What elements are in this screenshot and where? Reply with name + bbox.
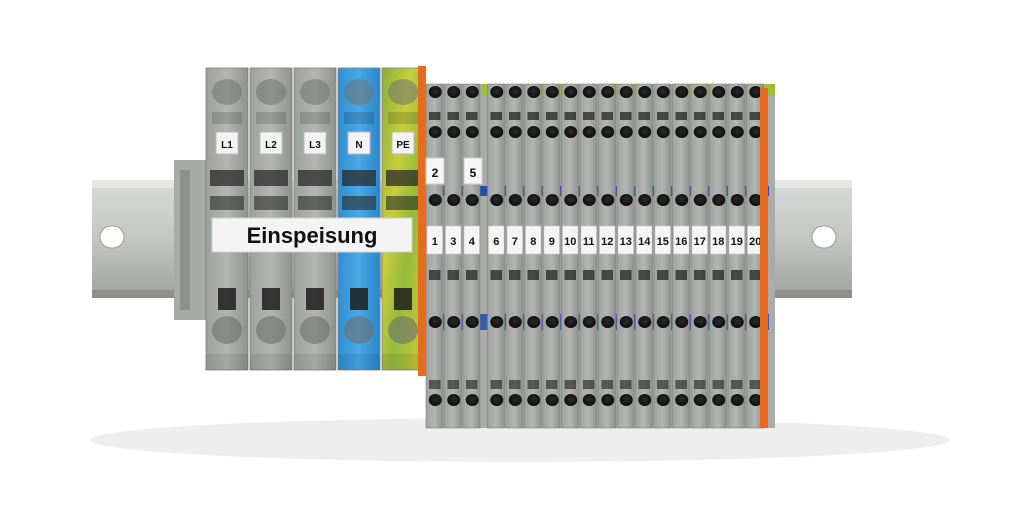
terminal-16: 16 xyxy=(672,83,690,429)
terminal-7: 7 xyxy=(505,83,524,429)
terminal-number: 18 xyxy=(712,236,724,248)
shadow xyxy=(90,418,950,462)
terminal-10: 10 xyxy=(561,83,579,429)
terminal-4: 4 xyxy=(462,83,481,429)
feed-label-l1: L1 xyxy=(221,140,233,151)
terminal-number: 16 xyxy=(675,236,687,248)
terminal-number: 20 xyxy=(749,236,761,248)
marker-5: 5 xyxy=(470,166,477,180)
banner-text: Einspeisung xyxy=(247,223,378,248)
feed-label-l3: L3 xyxy=(309,140,321,151)
upper-bridge xyxy=(426,186,769,196)
terminal-14: 14 xyxy=(635,83,653,429)
terminal-number: 15 xyxy=(657,236,669,248)
feed-label-pe: PE xyxy=(396,140,410,151)
terminal-number: 12 xyxy=(601,236,613,248)
terminal-6: 6 xyxy=(487,83,505,429)
marker-2: 2 xyxy=(432,166,439,180)
terminal-number: 9 xyxy=(549,236,555,248)
terminal-number: 6 xyxy=(493,236,499,248)
terminal-18: 18 xyxy=(709,83,727,429)
terminal-number: 14 xyxy=(638,236,651,248)
terminal-number: 19 xyxy=(731,236,743,248)
terminal-17: 17 xyxy=(690,83,709,429)
terminal-9: 9 xyxy=(542,83,561,429)
terminal-8: 8 xyxy=(524,83,542,429)
terminal-13: 13 xyxy=(616,83,635,429)
terminal-number: 10 xyxy=(564,236,576,248)
terminal-19: 19 xyxy=(727,83,746,429)
terminal-number: 4 xyxy=(469,236,476,248)
terminal-number: 7 xyxy=(512,236,518,248)
end-bracket xyxy=(174,160,210,320)
terminal-12: 12 xyxy=(598,83,616,429)
terminal-11: 11 xyxy=(579,83,598,429)
feed-label-l2: L2 xyxy=(265,140,277,151)
terminal-number: 8 xyxy=(530,236,536,248)
einspeisung-banner: Einspeisung xyxy=(211,217,413,253)
feed-label-n: N xyxy=(355,140,362,151)
terminal-3: 3 xyxy=(444,83,462,429)
orange-end-plate xyxy=(418,66,768,428)
terminal-15: 15 xyxy=(653,83,672,429)
upper-marker-tags: 2 5 xyxy=(425,157,483,185)
terminal-number: 17 xyxy=(694,236,706,248)
terminal-number: 11 xyxy=(583,236,595,248)
terminal-1: 1 xyxy=(425,83,444,429)
terminal-number: 1 xyxy=(432,236,438,248)
terminal-20: 20 xyxy=(746,83,764,429)
terminal-number: 3 xyxy=(450,236,456,248)
terminal-number: 13 xyxy=(620,236,632,248)
